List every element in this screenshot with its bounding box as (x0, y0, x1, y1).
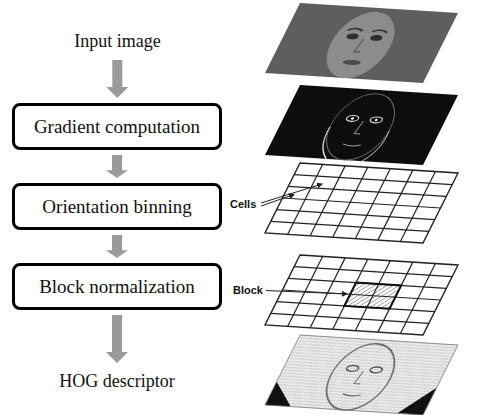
box-label: Orientation binning (42, 196, 191, 218)
stage-label: HOG descriptor (59, 371, 174, 392)
cell-grid (265, 163, 458, 243)
gradient-image (265, 85, 458, 165)
flow-arrow (106, 60, 128, 98)
flow-arrow (106, 315, 128, 363)
terminal-text: Input image (68, 28, 167, 55)
process-box: Orientation binning (12, 183, 222, 230)
block-grid (265, 255, 458, 335)
flow-arrow (106, 155, 128, 178)
leader-line (261, 184, 322, 203)
hog-visualization (265, 335, 458, 415)
leader-line (266, 291, 347, 295)
terminal-text: HOG descriptor (53, 368, 181, 395)
process-box: Block normalization (12, 263, 222, 310)
box-label: Block normalization (39, 276, 195, 298)
part-label: Cells (230, 198, 256, 210)
part-label: Block (233, 284, 263, 296)
process-box: Gradient computation (12, 103, 222, 150)
flow-arrow (106, 235, 128, 258)
face-image (265, 3, 458, 83)
box-label: Gradient computation (34, 116, 200, 138)
leader-line (261, 195, 294, 207)
stage-label: Input image (74, 31, 160, 52)
